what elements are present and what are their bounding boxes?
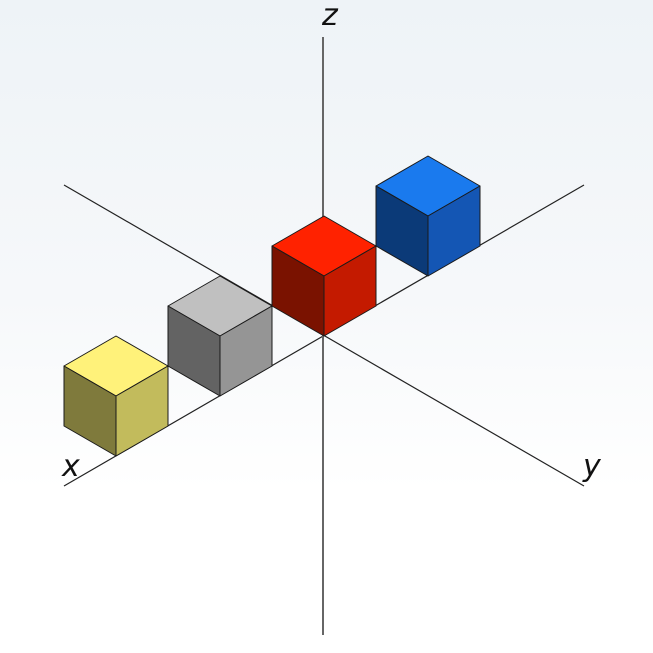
cube-red: [271, 215, 377, 337]
cube-gray: [167, 275, 273, 397]
x-axis-label: x: [61, 449, 80, 484]
cube-gray-right: [219, 305, 273, 397]
cube-blue: [375, 155, 481, 277]
cube-red-right: [323, 245, 377, 337]
z-axis-label: z: [321, 0, 339, 33]
cube-yellow: [63, 335, 169, 457]
cube-yellow-right: [115, 365, 169, 457]
cube-blue-right: [427, 185, 481, 277]
y-axis-label: y: [582, 449, 602, 484]
